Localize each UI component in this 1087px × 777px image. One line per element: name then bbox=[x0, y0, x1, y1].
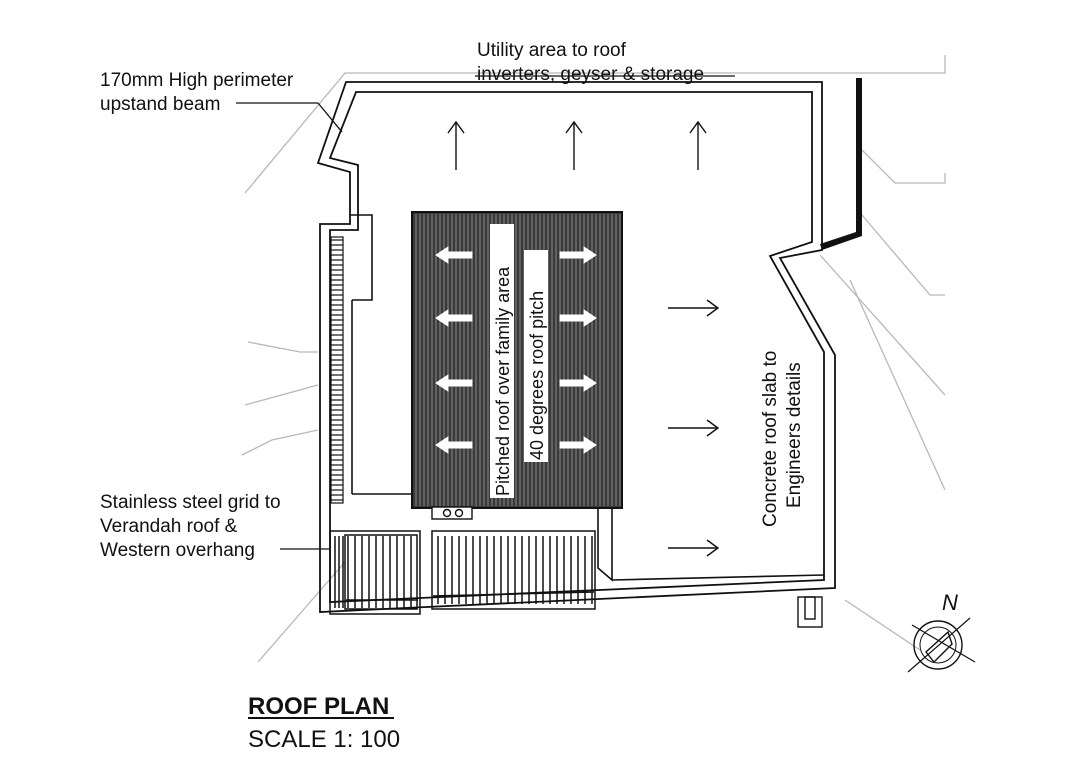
arrow-icon bbox=[565, 120, 583, 170]
utility-label-line2: inverters, geyser & storage bbox=[477, 64, 704, 85]
pitched-label-line2: 40 degrees roof pitch bbox=[527, 291, 547, 460]
arrow-icon bbox=[583, 309, 597, 327]
arrow-icon bbox=[668, 299, 720, 317]
arrow-icon bbox=[583, 246, 597, 264]
north-label: N bbox=[942, 590, 958, 615]
arrow-icon bbox=[583, 436, 597, 454]
inner-slab-outline bbox=[350, 214, 825, 582]
fall-arrows-east bbox=[668, 299, 720, 557]
arrow-icon bbox=[445, 314, 473, 322]
fall-arrows-north bbox=[447, 120, 707, 170]
grid-panel bbox=[344, 534, 418, 610]
slab-label-line1: Concrete roof slab to bbox=[760, 351, 781, 527]
arrow-icon bbox=[689, 120, 707, 170]
arrow-icon bbox=[435, 374, 449, 392]
east-beam bbox=[820, 78, 862, 250]
arrow-icon bbox=[445, 379, 473, 387]
leader-lines bbox=[236, 75, 735, 550]
pitch-arrows bbox=[435, 246, 597, 454]
plan-title: ROOF PLAN bbox=[248, 693, 389, 720]
arrow-icon bbox=[559, 314, 587, 322]
utility-label-line1: Utility area to roof bbox=[477, 40, 627, 61]
arrow-icon bbox=[435, 309, 449, 327]
arrow-icon bbox=[447, 120, 465, 170]
arrow-icon bbox=[435, 246, 449, 264]
slab-label-line2: Engineers details bbox=[784, 362, 805, 508]
arrow-icon bbox=[559, 251, 587, 259]
north-arrow-icon: N bbox=[907, 590, 976, 673]
downpipe-box bbox=[797, 596, 823, 628]
pitched-label-band-2 bbox=[524, 250, 548, 462]
beam-label-line1: 170mm High perimeter bbox=[100, 70, 294, 91]
vent-box bbox=[431, 506, 473, 520]
arrow-icon bbox=[445, 251, 473, 259]
verandah-grid-south bbox=[329, 530, 596, 615]
grid-rail bbox=[432, 591, 595, 597]
beam-label-line2: upstand beam bbox=[100, 94, 220, 115]
arrow-icon bbox=[583, 374, 597, 392]
arrow-icon bbox=[668, 539, 720, 557]
arrow-icon bbox=[668, 419, 720, 437]
plan-scale: SCALE 1: 100 bbox=[248, 726, 400, 753]
arrow-icon bbox=[559, 441, 587, 449]
pitched-label-line1: Pitched roof over family area bbox=[493, 266, 513, 496]
grid-label-line2: Verandah roof & bbox=[100, 516, 238, 537]
pitched-label-band-1 bbox=[490, 224, 514, 498]
arrow-icon bbox=[445, 441, 473, 449]
verandah-grid-strip bbox=[330, 236, 344, 504]
arrow-icon bbox=[559, 379, 587, 387]
arrow-icon bbox=[435, 436, 449, 454]
grid-label-line3: Western overhang bbox=[100, 540, 255, 561]
grid-label-line1: Stainless steel grid to bbox=[100, 492, 281, 513]
